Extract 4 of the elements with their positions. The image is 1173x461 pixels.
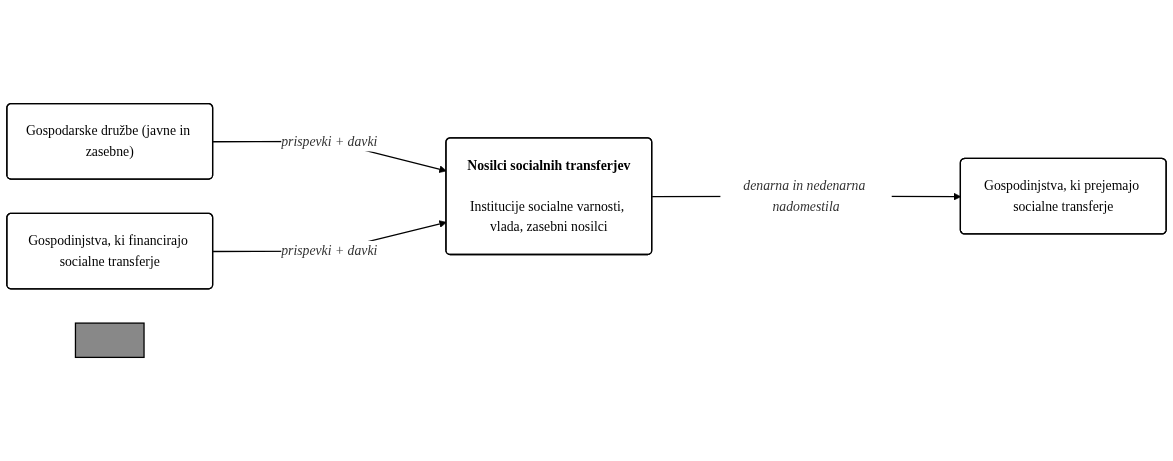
edge-label: denarna in nedenarna nadomestila	[743, 178, 866, 214]
node-box	[74, 322, 145, 359]
edge-label: prispevki + davki	[281, 243, 378, 258]
edge-label: prispevki + davki	[281, 133, 378, 149]
